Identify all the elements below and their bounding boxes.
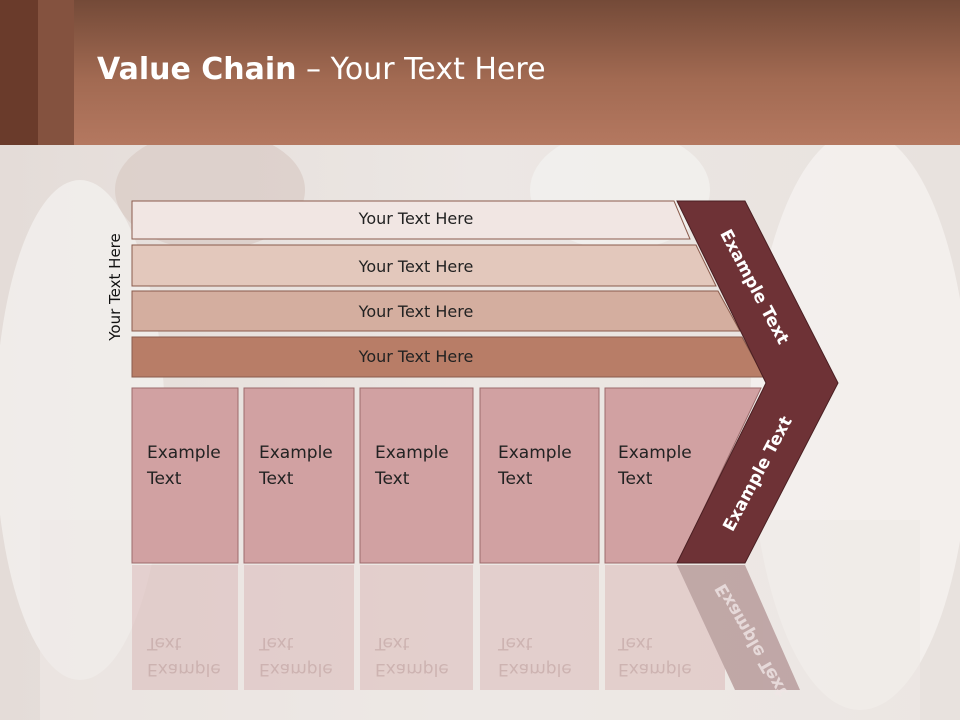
slide-title: Value Chain – Your Text Here: [97, 52, 546, 87]
chevron: [676, 200, 839, 564]
box-3: [359, 387, 474, 564]
bar-3-label: Your Text Here: [358, 302, 474, 321]
box-4: [479, 387, 600, 564]
box-3-label: Example Text: [375, 443, 449, 489]
bar-4-label: Your Text Here: [358, 347, 474, 366]
reflection: [132, 565, 800, 690]
title-rest: – Your Text Here: [296, 52, 546, 87]
box-5-reflection: Example Text: [618, 633, 692, 679]
box-4-label: Example Text: [498, 443, 572, 489]
box-5-label: Example Text: [618, 443, 692, 489]
bar-1-label: Your Text Here: [358, 209, 474, 228]
box-2-reflection: Example Text: [259, 633, 333, 679]
header-accent-strip: [0, 0, 38, 145]
title-bold: Value Chain: [97, 52, 297, 87]
box-2-label: Example Text: [259, 443, 333, 489]
box-4-reflection: Example Text: [498, 633, 572, 679]
bar-3: [131, 290, 741, 332]
bar-1: [131, 200, 691, 240]
bar-2: [131, 244, 717, 287]
box-1-reflection: Example Text: [147, 633, 221, 679]
box-2: [243, 387, 355, 564]
header-accent-strip: [38, 0, 74, 145]
bar-2-label: Your Text Here: [358, 257, 474, 276]
box-1: [131, 387, 239, 564]
box-1-label: Example Text: [147, 443, 221, 489]
header-band: [0, 0, 960, 145]
box-3-reflection: Example Text: [375, 633, 449, 679]
